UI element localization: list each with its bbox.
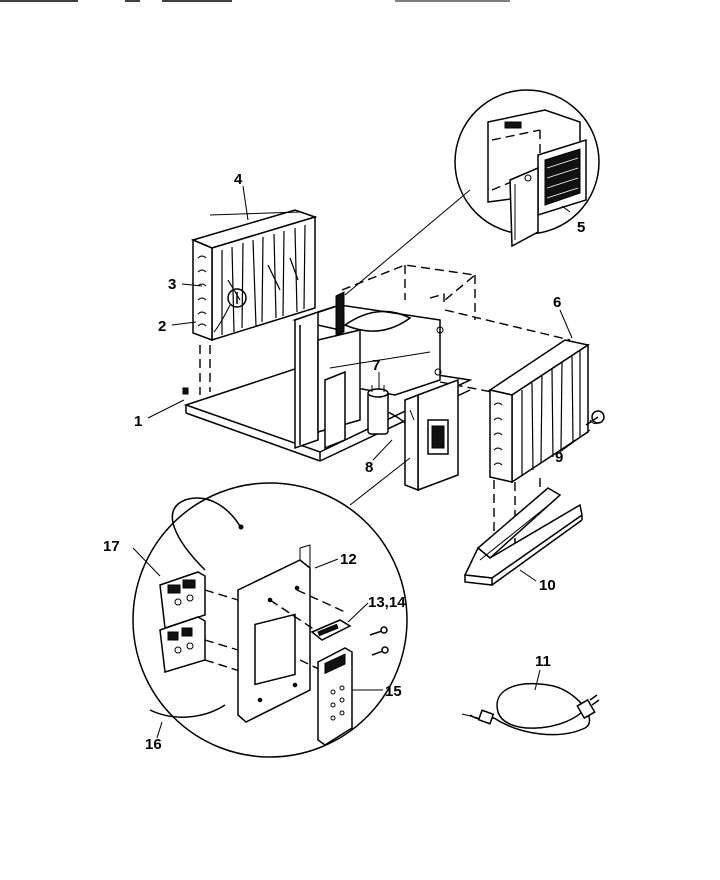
part-labels: 1 2 3 4 5 6 7 8 9 10 11 12 13,14 15 16 1…: [103, 171, 585, 753]
label-part-13-14: 13,14: [368, 594, 406, 611]
capacitor: [367, 385, 416, 435]
label-part-3: 3: [168, 276, 176, 293]
detail-circle-controls: [132, 457, 411, 758]
label-part-15: 15: [385, 683, 402, 700]
screws: [369, 626, 389, 656]
condensate-tray: [463, 487, 583, 586]
label-part-8: 8: [365, 459, 373, 476]
label-part-11: 11: [535, 653, 551, 670]
label-part-1: 1: [134, 413, 142, 430]
label-part-4: 4: [234, 171, 243, 188]
label-part-12: 12: [340, 551, 357, 568]
leader-lines: [132, 185, 591, 739]
drain-fitting: [585, 410, 605, 426]
label-part-9: 9: [555, 449, 563, 466]
chassis-base: [183, 264, 477, 462]
evaporator-coil: [190, 209, 318, 342]
label-part-2: 2: [158, 318, 166, 335]
label-part-10: 10: [539, 577, 556, 594]
condenser-coil: [488, 339, 590, 484]
label-part-5: 5: [577, 219, 585, 236]
detail-circle-front-panel: [454, 89, 600, 248]
label-part-7: 7: [372, 357, 380, 374]
power-cord: [461, 683, 600, 736]
projection-lines: [199, 189, 571, 545]
label-part-16: 16: [145, 736, 162, 753]
label-part-17: 17: [103, 538, 120, 555]
control-box: [404, 378, 459, 492]
label-part-6: 6: [553, 294, 561, 311]
